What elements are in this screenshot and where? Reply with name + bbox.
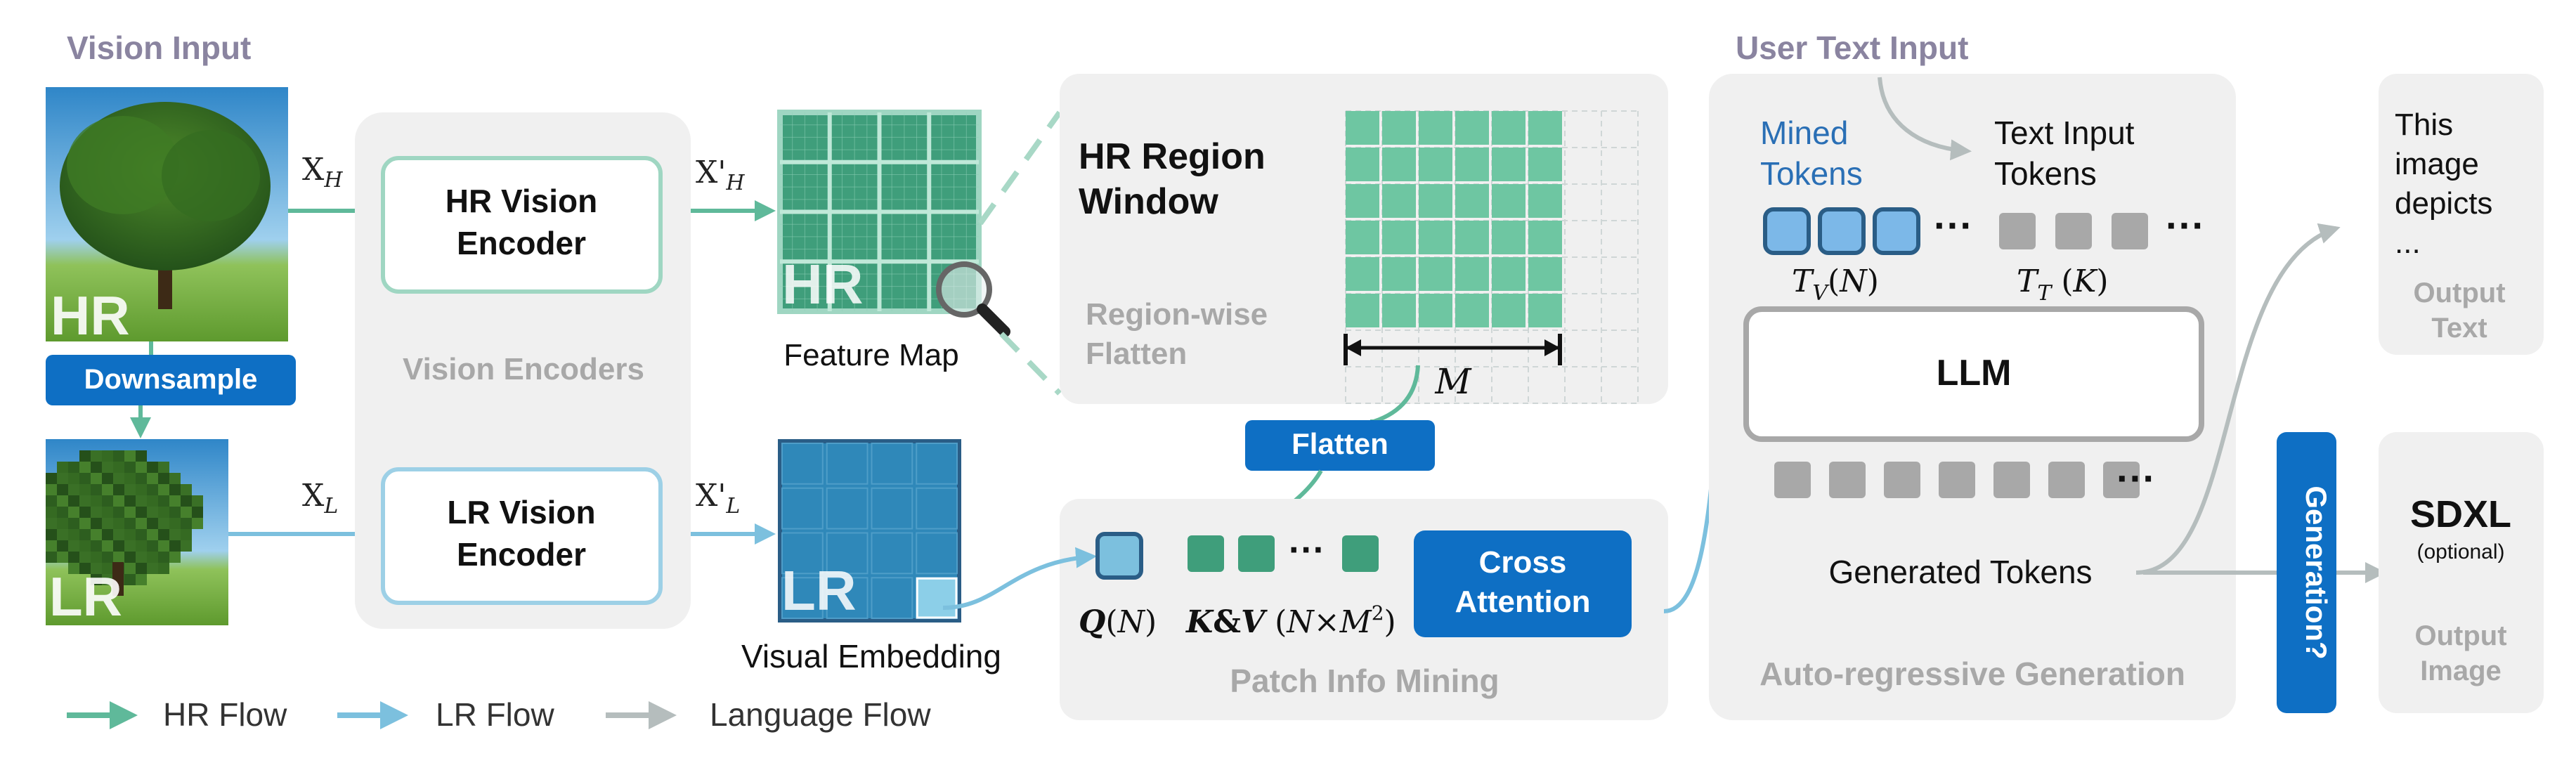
sdxl-optional-label: (optional) — [2416, 540, 2504, 563]
llm-block — [1743, 306, 2204, 442]
tv-label: TV(N) — [1792, 263, 1879, 306]
xl-prime-label: X'L — [696, 478, 740, 519]
legend: HR Flow LR Flow Language Flow — [67, 696, 931, 733]
to-output-text-arrow — [2135, 223, 2341, 575]
zoom-line-bottom — [999, 332, 1062, 396]
visual-embedding-grid: LR — [778, 439, 961, 623]
generation-question-badge — [2277, 432, 2336, 713]
text-input-arrow — [1878, 77, 1972, 161]
downsample-label: Downsample — [84, 364, 258, 395]
generation-question-label: Generation? — [2300, 486, 2333, 659]
kv-token — [1188, 535, 1224, 572]
lr-to-query-arrow — [942, 547, 1097, 610]
feature-map-caption: Feature Map — [783, 338, 958, 372]
generated-tokens-label: Generated Tokens — [1828, 554, 2092, 590]
vision-input-title: Vision Input — [67, 30, 251, 66]
legend-language-flow-label: Language Flow — [710, 696, 931, 733]
lr-vision-encoder — [381, 467, 663, 605]
kv-token — [1342, 535, 1379, 572]
tt-label: TT (K) — [2017, 263, 2109, 306]
generation-caption: Auto-regressive Generation — [1759, 656, 2185, 692]
mined-token — [1818, 207, 1866, 255]
legend-lr-flow-label: LR Flow — [436, 696, 554, 733]
sdxl-label: SDXL — [2410, 493, 2511, 535]
cross-attention-block — [1414, 530, 1632, 637]
xh-label: XH — [302, 152, 343, 193]
hr-image-label: HR — [51, 285, 130, 346]
flatten-badge — [1245, 420, 1435, 471]
llm-label: LLM — [1937, 353, 2012, 393]
q-label: Q(N) — [1079, 604, 1157, 640]
feature-map-badge: HR — [782, 253, 864, 315]
zoom-line-top — [977, 110, 1062, 226]
text-token — [2055, 213, 2092, 249]
mined-dots: ··· — [1934, 203, 1973, 247]
downsample-badge — [46, 355, 296, 405]
flatten-label: Flatten — [1292, 427, 1388, 460]
text-token — [1999, 213, 2036, 249]
mined-token — [1873, 207, 1920, 255]
m-label: M — [1434, 361, 1472, 402]
hr-image: HR — [46, 87, 288, 346]
visual-embedding-badge: LR — [781, 559, 857, 622]
gen-dots: ··· — [2116, 456, 2156, 500]
kv-token — [1238, 535, 1275, 572]
xl-label: XL — [302, 478, 338, 519]
user-text-input-title: User Text Input — [1736, 30, 1968, 66]
text-token — [2112, 213, 2148, 249]
magnifier-icon — [936, 261, 1010, 337]
output-text-panel — [2379, 74, 2544, 355]
lr-image-label: LR — [49, 566, 122, 627]
text-dots: ··· — [2166, 203, 2205, 247]
generated-token-row — [1774, 462, 2140, 498]
lr-image: LR — [46, 439, 228, 627]
query-token — [1095, 532, 1143, 580]
legend-hr-flow-label: HR Flow — [163, 696, 287, 733]
output-image-panel — [2379, 432, 2544, 713]
m-dimension-marker — [1344, 334, 1562, 365]
visual-embedding-caption: Visual Embedding — [741, 638, 1001, 675]
hr-vision-encoder — [381, 156, 663, 294]
patch-info-mining-caption: Patch Info Mining — [1230, 663, 1499, 699]
kv-label: K&V (N×M2) — [1185, 601, 1396, 640]
mined-token — [1763, 207, 1811, 255]
vision-encoders-caption: Vision Encoders — [403, 352, 644, 386]
kv-dots: ··· — [1289, 530, 1325, 571]
hr-window-grid — [1345, 110, 1639, 404]
xh-prime-label: X'H — [696, 155, 745, 195]
